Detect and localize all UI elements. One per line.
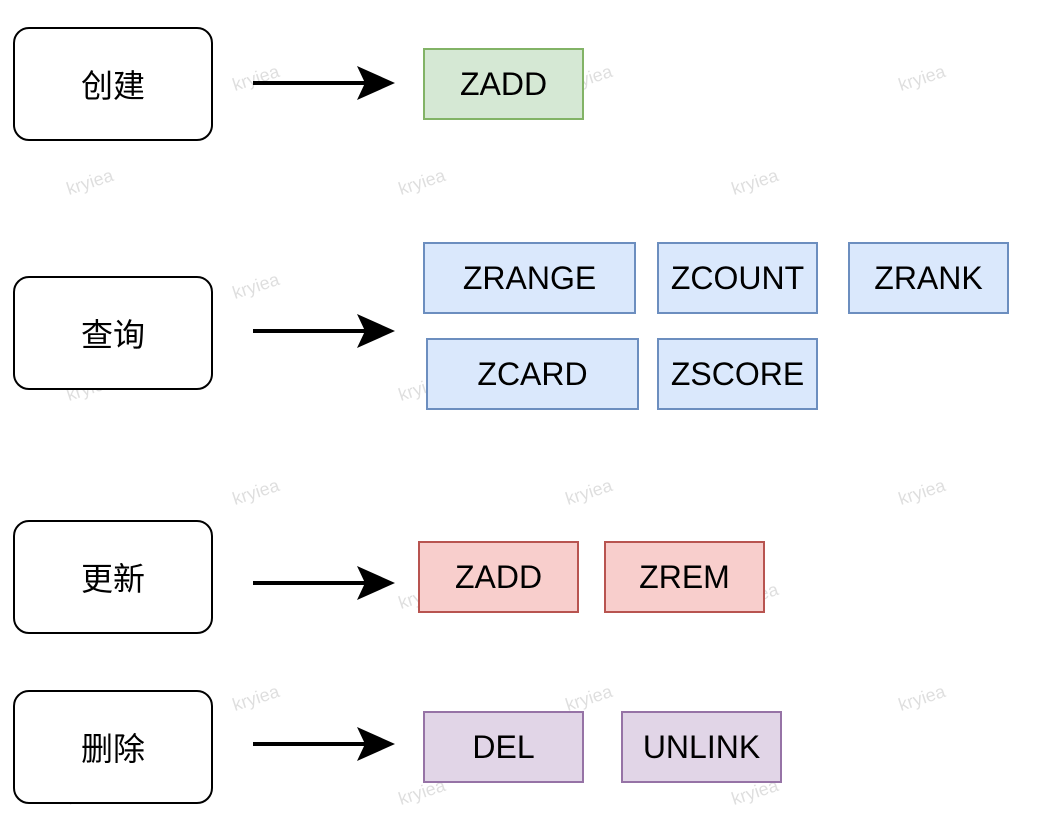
watermark: kryiea (562, 475, 615, 509)
command-zrank: ZRANK (848, 242, 1009, 314)
arrow-icon (253, 566, 395, 600)
arrow-icon (253, 314, 395, 348)
watermark: kryiea (895, 475, 948, 509)
watermark: kryiea (895, 681, 948, 715)
category-create: 创建 (13, 27, 213, 141)
watermark: kryiea (229, 681, 282, 715)
command-del: DEL (423, 711, 584, 783)
command-zrem: ZREM (604, 541, 765, 613)
category-delete: 删除 (13, 690, 213, 804)
category-update: 更新 (13, 520, 213, 634)
watermark: kryiea (229, 269, 282, 303)
command-zcount: ZCOUNT (657, 242, 818, 314)
command-zscore: ZSCORE (657, 338, 818, 410)
command-zadd: ZADD (418, 541, 579, 613)
watermark: kryiea (728, 165, 781, 199)
category-query: 查询 (13, 276, 213, 390)
arrow-icon (253, 727, 395, 761)
watermark: kryiea (895, 61, 948, 95)
command-zcard: ZCARD (426, 338, 639, 410)
arrow-icon (253, 66, 395, 100)
watermark: kryiea (63, 165, 116, 199)
watermark: kryiea (229, 475, 282, 509)
command-unlink: UNLINK (621, 711, 782, 783)
watermark: kryiea (395, 165, 448, 199)
command-zrange: ZRANGE (423, 242, 636, 314)
command-zadd: ZADD (423, 48, 584, 120)
